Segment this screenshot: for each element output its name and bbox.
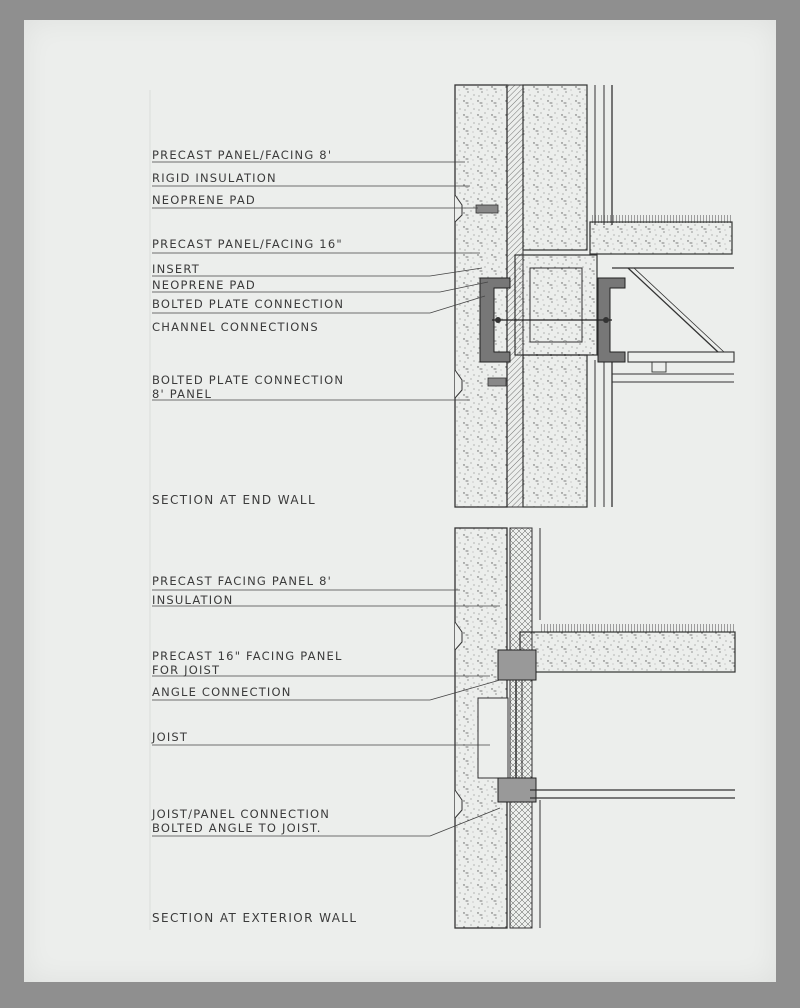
drawing-sheet [24, 20, 776, 982]
label-neoprene-pad-2: NEOPRENE PAD [152, 278, 256, 292]
bottom-leader-lines [152, 589, 501, 837]
label-bolted-plate-connection: BOLTED PLATE CONNECTION [152, 297, 345, 311]
label-precast-panel-8: PRECAST PANEL/FACING 8' [152, 148, 333, 162]
label-precast-16-facing-panel: PRECAST 16" FACING PANEL [152, 649, 343, 663]
label-channel-connections: CHANNEL CONNECTIONS [152, 320, 319, 334]
label-precast-facing-panel-8: PRECAST FACING PANEL 8' [152, 574, 332, 588]
top-section-title: SECTION AT END WALL [152, 493, 317, 507]
top-leader-lines [152, 161, 489, 401]
label-insulation: INSULATION [152, 593, 234, 607]
label-bolted-angle-to-joist: BOLTED ANGLE TO JOIST. [152, 821, 322, 835]
label-precast-panel-16: PRECAST PANEL/FACING 16" [152, 237, 343, 251]
label-for-joist: FOR JOIST [152, 663, 221, 677]
label-8-panel: 8' PANEL [152, 387, 213, 401]
label-joist-panel-connection: JOIST/PANEL CONNECTION [152, 807, 331, 821]
bottom-section-drawing [454, 527, 736, 929]
top-section-drawing [454, 84, 735, 508]
label-joist: JOIST [152, 730, 189, 744]
label-angle-connection: ANGLE CONNECTION [152, 685, 292, 699]
label-insert: INSERT [152, 262, 200, 276]
label-rigid-insulation: RIGID INSULATION [152, 171, 277, 185]
label-neoprene-pad: NEOPRENE PAD [152, 193, 256, 207]
bottom-section-title: SECTION AT EXTERIOR WALL [152, 911, 358, 925]
label-bolted-plate-connection-2: BOLTED PLATE CONNECTION [152, 373, 345, 387]
